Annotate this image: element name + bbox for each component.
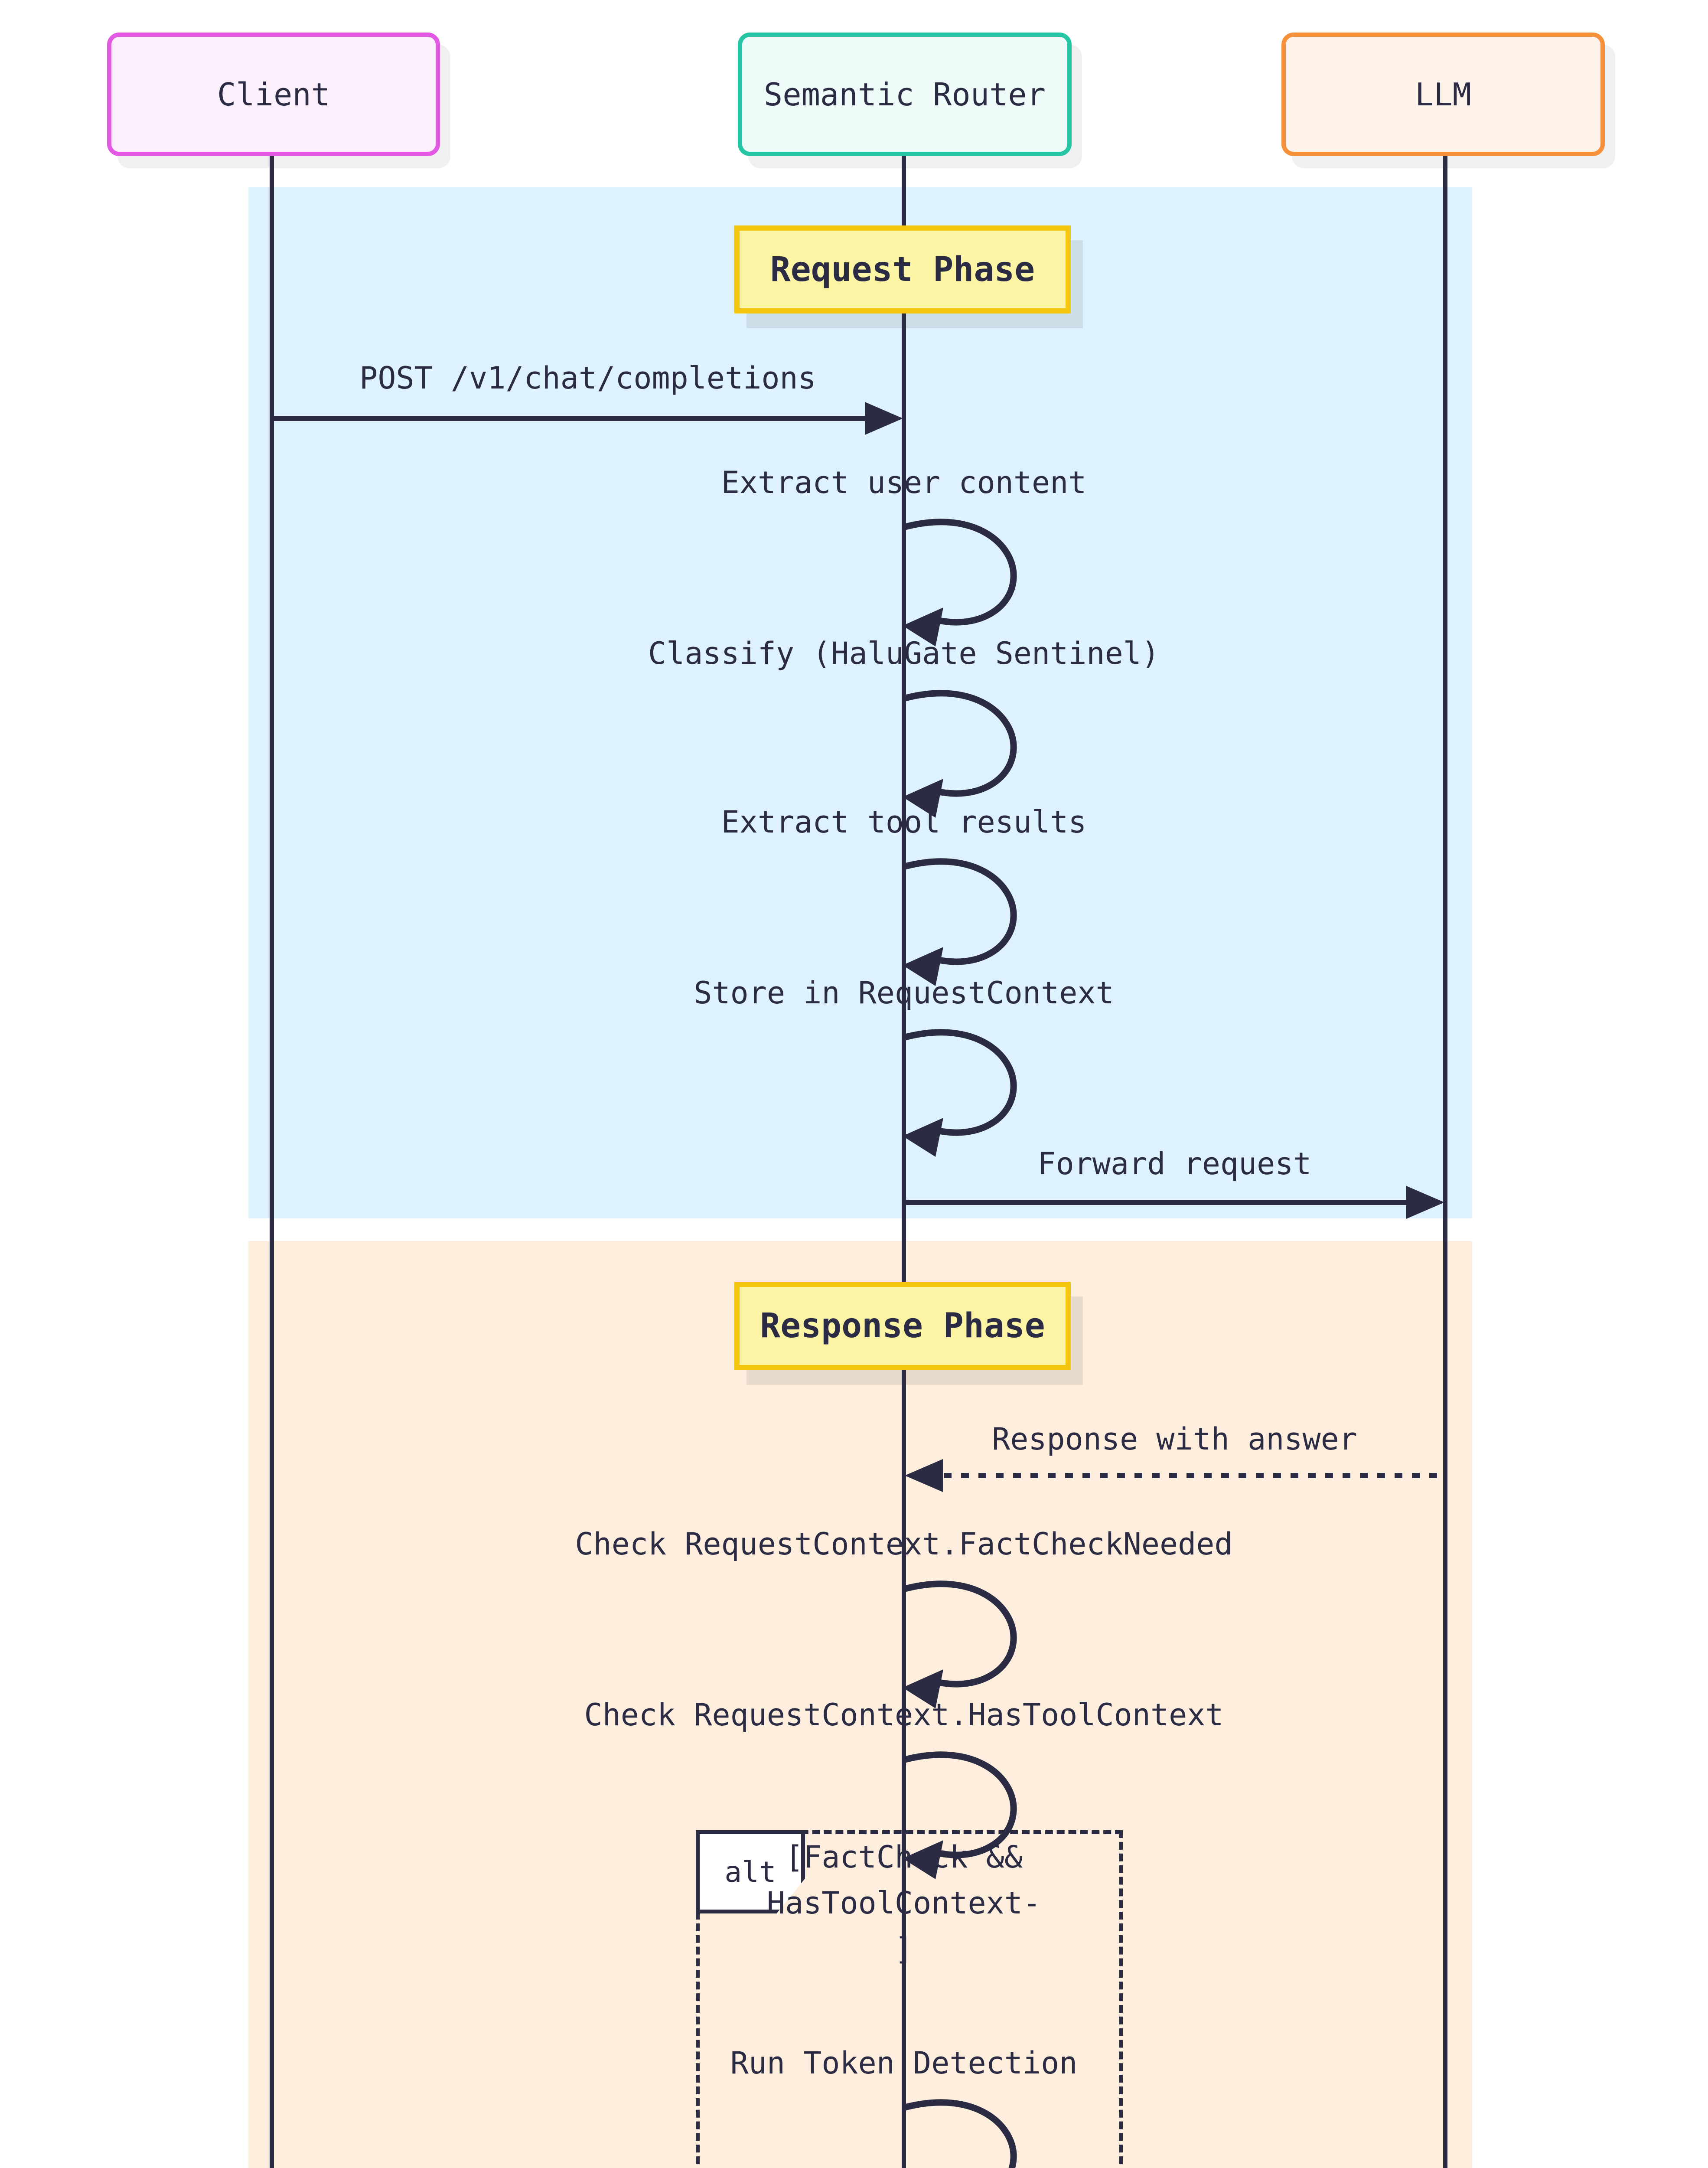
alt-condition-1: [FactCheck && HasToolContext- ] — [470, 1834, 1337, 1972]
note-response-phase: Response Phase — [734, 1282, 1071, 1370]
actor-semantic-router-label: Semantic Router — [763, 76, 1046, 113]
self-loop-arrow — [903, 690, 1017, 818]
alt-label-text: alt — [724, 1855, 776, 1889]
self-loop-arrow — [903, 1029, 1017, 1157]
alt-condition-1-line3: ] — [894, 1931, 913, 1967]
actor-client-top: Client — [107, 33, 440, 156]
message-response-with-answer-label: Response with answer — [992, 1421, 1357, 1457]
message-post-completions-label: POST /v1/chat/completions — [359, 360, 816, 396]
actor-semantic-router-top: Semantic Router — [738, 33, 1072, 156]
alt-fragment-box — [696, 1830, 1123, 2168]
request-phase-band — [248, 187, 1472, 1218]
self-loop-arrow — [904, 2099, 1017, 2168]
lifeline-client — [270, 156, 274, 2168]
alt-condition-1-line2: HasToolContext- — [766, 1885, 1041, 1921]
message-store-requestcontext-label: Store in RequestContext — [694, 975, 1114, 1011]
self-loop-arrow — [903, 1580, 1017, 1708]
actor-client-label: Client — [217, 76, 330, 113]
message-check-hastoolcontext-label: Check RequestContext.HasToolContext — [584, 1697, 1224, 1733]
note-request-phase-label: Request Phase — [770, 250, 1035, 289]
solid-arrow-router-to-llm — [904, 1186, 1444, 1219]
lifeline-llm — [1443, 156, 1447, 2168]
response-phase-band — [248, 1241, 1472, 2168]
message-classify-label: Classify (HaluGate Sentinel) — [648, 636, 1160, 671]
alt-condition-1-line1: [FactCheck && — [785, 1839, 1023, 1875]
solid-arrow-client-to-router — [272, 402, 903, 435]
lifeline-semantic-router — [902, 156, 906, 2168]
note-request-phase: Request Phase — [734, 225, 1071, 313]
message-run-token-detection-label: Run Token Detection — [730, 2045, 1078, 2081]
self-loop-arrow — [903, 519, 1017, 646]
message-extract-user-content-label: Extract user content — [721, 465, 1087, 500]
message-check-factcheckneeded-label: Check RequestContext.FactCheckNeeded — [575, 1526, 1233, 1562]
alt-fragment-label: alt — [696, 1830, 805, 1913]
message-extract-tool-results-label: Extract tool results — [721, 804, 1087, 840]
actor-llm-top: LLM — [1281, 33, 1605, 156]
self-loop-arrow — [903, 1751, 1017, 1879]
note-response-phase-label: Response Phase — [760, 1306, 1045, 1345]
message-forward-request-label: Forward request — [1037, 1146, 1312, 1182]
dashed-arrow-llm-to-router — [905, 1459, 1445, 1492]
self-loop-arrow — [903, 858, 1017, 986]
actor-llm-label: LLM — [1415, 76, 1472, 113]
